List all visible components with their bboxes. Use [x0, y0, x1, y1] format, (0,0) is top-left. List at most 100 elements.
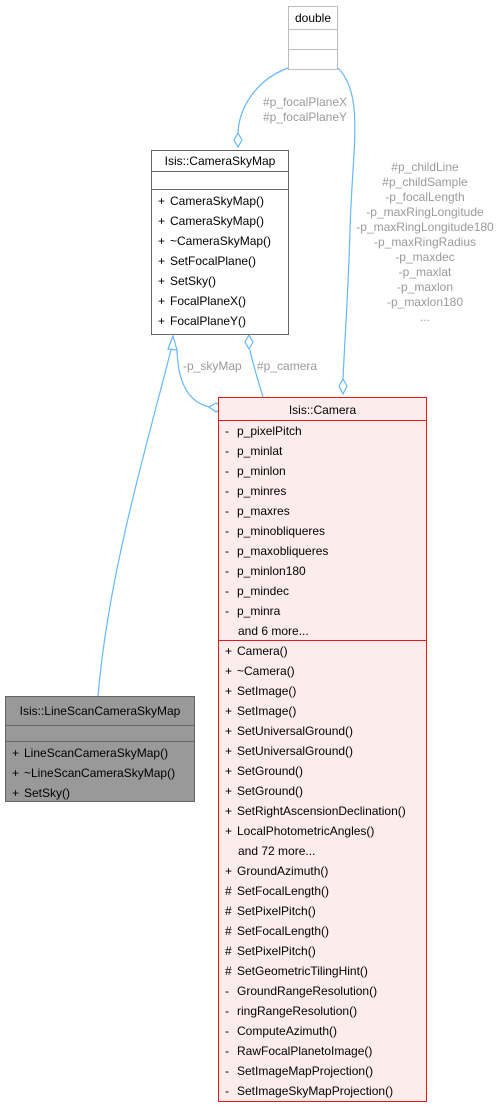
operation-name: CameraSkyMap() [170, 214, 265, 228]
visibility-marker: + [225, 784, 233, 798]
operation-row: +~LineScanCameraSkyMap() [6, 763, 194, 783]
attribute-row: -p_pixelPitch [219, 421, 426, 441]
operation-name: SetGround() [237, 764, 304, 778]
operation-row: +LocalPhotometricAngles() [219, 821, 426, 841]
operation-name: ComputeAzimuth() [237, 1024, 338, 1038]
edge-inheritance [97, 349, 172, 697]
visibility-marker: + [225, 744, 233, 758]
operation-name: SetSky() [170, 274, 217, 288]
visibility-marker: # [225, 924, 232, 938]
operation-name: CameraSkyMap() [170, 194, 265, 208]
visibility-marker: - [225, 484, 229, 498]
class-camera-operations: +Camera() +~Camera() +SetImage() +SetIma… [219, 641, 426, 1101]
attribute-row: -p_maxobliqueres [219, 541, 426, 561]
visibility-marker: + [158, 234, 166, 248]
operation-row: + SetGround() [219, 761, 426, 781]
edge-label-line: -p_maxlon [396, 280, 454, 294]
class-camera[interactable]: Isis::Camera -p_pixelPitch -p_minlat -p_… [218, 397, 427, 1102]
visibility-marker: - [225, 1064, 229, 1078]
edge-label-line: -p_maxlat [398, 265, 452, 279]
attribute-row: -p_minres [219, 481, 426, 501]
visibility-marker: # [225, 884, 232, 898]
visibility-marker: - [225, 984, 229, 998]
visibility-marker: - [225, 1004, 229, 1018]
visibility-marker: + [12, 766, 20, 780]
visibility-marker: + [158, 314, 166, 328]
edge-label-line: -p_maxRingLongitude [366, 205, 484, 219]
operation-row: -SetImageSkyMapProjection() [219, 1081, 426, 1101]
operation-name: GroundAzimuth() [237, 864, 329, 878]
visibility-marker: - [225, 444, 229, 458]
edge-label-line: #p_focalPlaneX [262, 95, 348, 109]
visibility-marker: - [225, 464, 229, 478]
visibility-marker: - [225, 604, 229, 618]
operation-row: #SetPixelPitch() [219, 941, 426, 961]
visibility-marker: + [225, 644, 233, 658]
edge-skymap [176, 349, 211, 408]
class-camera-sky-map[interactable]: Isis::CameraSkyMap + CameraSkyMap() + Came… [151, 150, 289, 335]
operation-name: SetGround() [237, 784, 304, 798]
class-camera-attributes: -p_pixelPitch -p_minlat -p_minlon -p_min… [219, 421, 426, 641]
operation-name: SetImage() [237, 704, 297, 718]
operation-row: + SetRightAscensionDeclination() [219, 801, 426, 821]
edge-label-line: -p_focalLength [385, 190, 465, 204]
edge-label-sky-map: -p_skyMap [183, 359, 242, 373]
operation-row: + Camera() [219, 641, 426, 661]
operation-name: Camera() [237, 644, 288, 658]
operation-row: -RawFocalPlanetoImage() [219, 1041, 426, 1061]
operation-row: + SetUniversalGround() [219, 721, 426, 741]
visibility-marker: + [12, 746, 20, 760]
operation-name: SetUniversalGround() [237, 744, 354, 758]
operation-name: ~CameraSkyMap() [170, 234, 272, 248]
operation-row: +SetFocalPlane() [152, 251, 288, 271]
operation-row: +SetSky() [6, 783, 194, 803]
operation-name: SetImageSkyMapProjection() [237, 1084, 394, 1098]
edge-focalplane [237, 67, 289, 136]
visibility-marker: + [225, 804, 233, 818]
operation-name: SetUniversalGround() [237, 724, 354, 738]
operation-row: + SetGround() [219, 781, 426, 801]
operation-row: +GroundAzimuth() [219, 861, 426, 881]
inheritance-arrowhead [167, 334, 178, 351]
visibility-marker: + [225, 664, 233, 678]
operation-name: RawFocalPlanetoImage() [237, 1044, 373, 1058]
attribute-row: -p_minra [219, 601, 426, 621]
operation-name: SetRightAscensionDeclination() [237, 804, 406, 818]
class-double[interactable]: double [288, 6, 338, 70]
operation-name: SetGeometricTilingHint() [237, 964, 368, 978]
operation-name: FocalPlaneY() [170, 314, 247, 328]
operation-name: ringRangeResolution() [237, 1004, 358, 1018]
attribute-name: p_minres [237, 484, 287, 498]
class-line-scan-camera-sky-map-title: Isis::LineScanCameraSkyMap [6, 697, 194, 726]
operation-name: LocalPhotometricAngles() [237, 824, 375, 838]
operation-name: SetFocalLength() [237, 924, 330, 938]
edge-label-focal-plane: #p_focalPlaneX #p_focalPlaneY [256, 95, 354, 125]
edge-label-line: -p_maxRingRadius [373, 235, 477, 249]
attribute-name: p_minlon [237, 464, 286, 478]
operation-row: -GroundRangeResolution() [219, 981, 426, 1001]
visibility-marker: + [158, 254, 166, 268]
operation-row: -ringRangeResolution() [219, 1001, 426, 1021]
attribute-name: p_minra [237, 604, 281, 618]
operation-row: # SetFocalLength() [219, 921, 426, 941]
visibility-marker: - [225, 544, 229, 558]
operation-row: + SetUniversalGround() [219, 741, 426, 761]
class-line-scan-camera-sky-map[interactable]: Isis::LineScanCameraSkyMap +LineScanCame… [5, 696, 195, 802]
diamond-focalplane [233, 131, 243, 149]
edge-label-line: -p_maxRingLongitude180 [356, 220, 494, 234]
class-double-title: double [289, 7, 337, 30]
class-double-attributes [289, 30, 337, 50]
attribute-row: -p_mindec [219, 581, 426, 601]
operation-name: SetSky() [24, 786, 71, 800]
visibility-marker: - [225, 424, 229, 438]
visibility-marker: + [225, 724, 233, 738]
visibility-marker: - [225, 1044, 229, 1058]
visibility-marker: + [225, 764, 233, 778]
operation-row: + ~CameraSkyMap() [152, 231, 288, 251]
class-camera-sky-map-title: Isis::CameraSkyMap [152, 151, 288, 172]
operation-name: SetImage() [237, 684, 297, 698]
class-line-scan-camera-sky-map-attributes [6, 726, 194, 742]
operation-row: +SetSky() [152, 271, 288, 291]
operation-name: SetFocalLength() [237, 884, 330, 898]
